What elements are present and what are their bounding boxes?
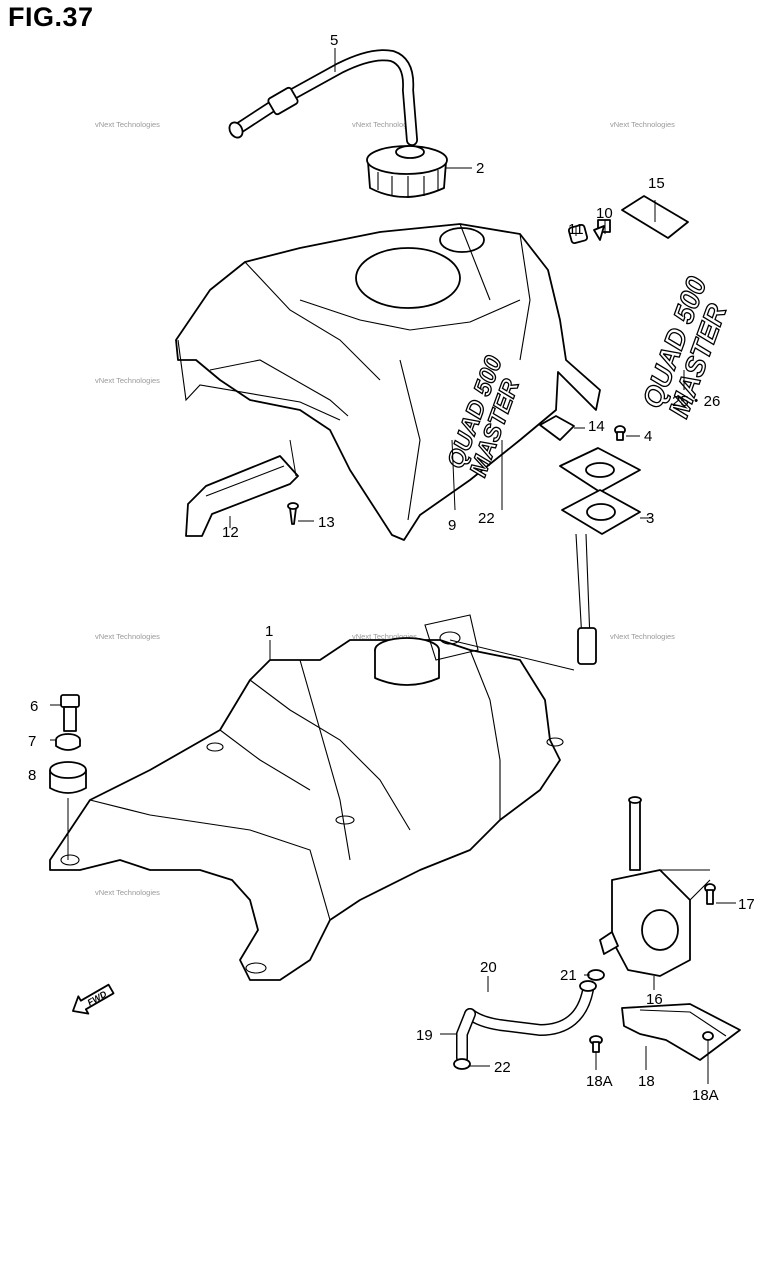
- callout-19: 18A: [586, 1073, 613, 1090]
- callout-18a: 18A: [692, 1087, 719, 1104]
- watermark-9: vNext Technologies: [95, 888, 160, 897]
- figure-title: FIG.37: [8, 2, 94, 32]
- part-6-bolt: [60, 694, 80, 732]
- leader-lines: [50, 48, 736, 1084]
- part-20-hose: [456, 1008, 476, 1064]
- watermark-3: vNext Technologies: [610, 120, 675, 129]
- part-14-gasket: [539, 415, 575, 441]
- part-13-screw: [287, 502, 299, 525]
- part-22-clamp-lower: [453, 1058, 471, 1070]
- callout-14: 14: [588, 418, 605, 435]
- part-4-screw: [614, 425, 626, 441]
- callout-2: 2: [476, 160, 484, 177]
- callout-13: 13: [318, 514, 335, 531]
- watermark-2: vNext Technologies: [352, 120, 417, 129]
- part-18-guard: [621, 1003, 741, 1061]
- callout-18: 18: [638, 1073, 655, 1090]
- callout-6: 6: [30, 698, 38, 715]
- part-17-screw: [704, 883, 716, 905]
- part-12-bracket: [185, 439, 299, 537]
- part-7-washer: [55, 733, 81, 751]
- callout-4: 4: [644, 428, 652, 445]
- part-22-clamp-upper: [587, 969, 605, 981]
- part-8-cushion: [49, 761, 87, 794]
- callout-12: 12: [222, 524, 239, 541]
- callout-labels: 5 2 15 10 11 25・26 14 4 22 9 3 12 13 1 6…: [28, 32, 755, 1104]
- watermark-7: vNext Technologies: [352, 632, 417, 641]
- callout-22-lower: 22: [494, 1059, 511, 1076]
- callout-23-24: 22: [478, 510, 495, 527]
- callout-15: 15: [648, 175, 665, 192]
- part-21-hose: [464, 980, 597, 1037]
- callout-11: 11: [568, 221, 584, 238]
- callout-3: 3: [646, 510, 654, 527]
- callout-7: 7: [28, 733, 36, 750]
- callout-10: 10: [596, 205, 613, 222]
- part-5-vent-hose: [228, 49, 418, 146]
- part-18a-grommet: [702, 1031, 714, 1041]
- watermark-4: vNext Technologies: [95, 376, 160, 385]
- callout-1: 1: [265, 623, 273, 640]
- part-9-tank-cover: [175, 223, 601, 541]
- callout-5: 5: [330, 32, 338, 49]
- watermark-8: vNext Technologies: [610, 632, 675, 641]
- callout-8: 8: [28, 767, 36, 784]
- part-10-bolt: [593, 219, 611, 241]
- callout-17: 17: [738, 896, 755, 913]
- callout-25-26: 25・26: [672, 393, 720, 410]
- watermark-6: vNext Technologies: [95, 632, 160, 641]
- part-3-fuel-sender: [559, 447, 641, 665]
- callout-16: 16: [646, 991, 663, 1008]
- part-1-fuel-tank: [49, 614, 564, 981]
- part-2-fuel-cap: [366, 145, 448, 198]
- callout-21: 20: [480, 959, 497, 976]
- part-16-fuel-cock: [599, 796, 711, 977]
- callout-9: 9: [448, 517, 456, 534]
- forward-arrow: FWD: [72, 983, 115, 1015]
- part-19-bolt: [589, 1035, 603, 1053]
- watermark-1: vNext Technologies: [95, 120, 160, 129]
- callout-22-upper: 21: [560, 967, 577, 984]
- callout-20: 19: [416, 1027, 433, 1044]
